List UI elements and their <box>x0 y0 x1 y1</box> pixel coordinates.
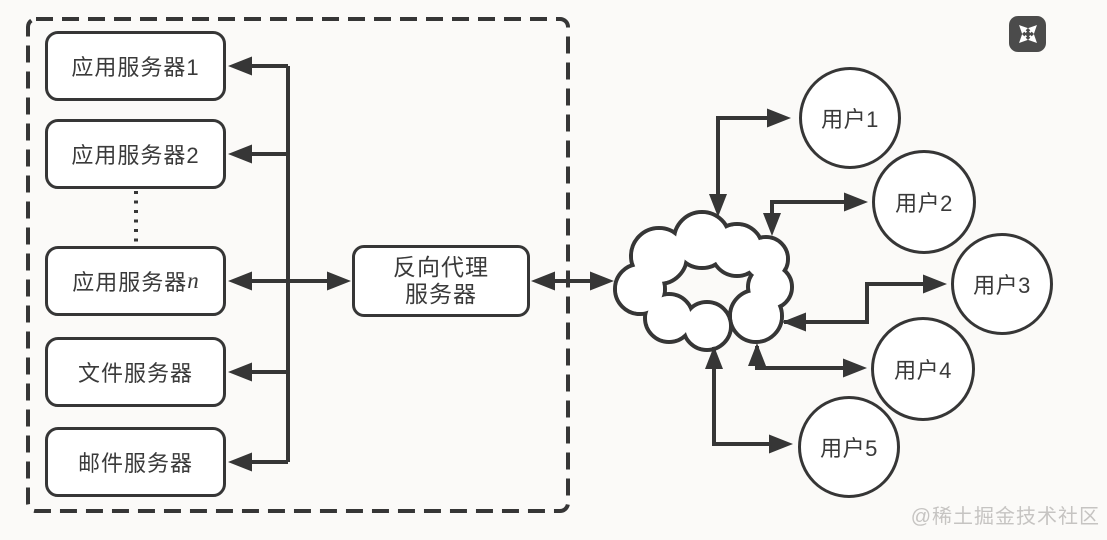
connector-user-4 <box>748 343 867 378</box>
node-user-4: 用户4 <box>871 317 975 421</box>
node-mail-server: 邮件服务器 <box>45 427 226 497</box>
node-app-server-1: 应用服务器1 <box>45 31 226 101</box>
expand-button[interactable] <box>1009 16 1046 52</box>
node-user-1-label: 用户1 <box>821 107 879 132</box>
node-user-3: 用户3 <box>951 233 1053 335</box>
expand-icon <box>1018 25 1037 43</box>
node-app-server-2: 应用服务器2 <box>45 119 226 189</box>
node-user-4-label: 用户4 <box>894 358 952 383</box>
node-app-server-n-label-suffix: n <box>187 268 199 293</box>
node-reverse-proxy-label-line1: 反向代理 <box>393 254 489 280</box>
node-app-server-1-label: 应用服务器1 <box>71 55 200 80</box>
node-app-server-n-label: 应用服务器 <box>72 270 188 295</box>
internet-cloud <box>613 210 794 352</box>
node-user-2: 用户2 <box>872 150 976 254</box>
connector-user-5 <box>705 346 793 454</box>
node-user-3-label: 用户3 <box>973 273 1031 298</box>
node-user-2-label: 用户2 <box>895 191 953 216</box>
node-app-server-2-label: 应用服务器2 <box>71 143 200 168</box>
node-user-5: 用户5 <box>798 396 900 498</box>
watermark-text: @稀土掘金技术社区 <box>910 506 1100 528</box>
node-file-server: 文件服务器 <box>45 337 226 407</box>
server-bus <box>228 56 351 472</box>
node-reverse-proxy-label: 反向代理 服务器 <box>393 254 489 308</box>
connector-user-3 <box>782 274 947 332</box>
connector-proxy-cloud <box>531 271 614 291</box>
connector-user-1 <box>709 108 791 217</box>
node-user-5-label: 用户5 <box>820 436 878 461</box>
connector-user-2 <box>763 192 868 236</box>
node-mail-server-label: 邮件服务器 <box>77 451 193 476</box>
internal-zone-dashed-boundary <box>26 17 570 513</box>
node-reverse-proxy-server: 反向代理 服务器 <box>352 245 530 317</box>
node-user-1: 用户1 <box>799 67 901 169</box>
node-file-server-label: 文件服务器 <box>77 361 193 386</box>
node-reverse-proxy-label-line2: 服务器 <box>405 281 477 307</box>
